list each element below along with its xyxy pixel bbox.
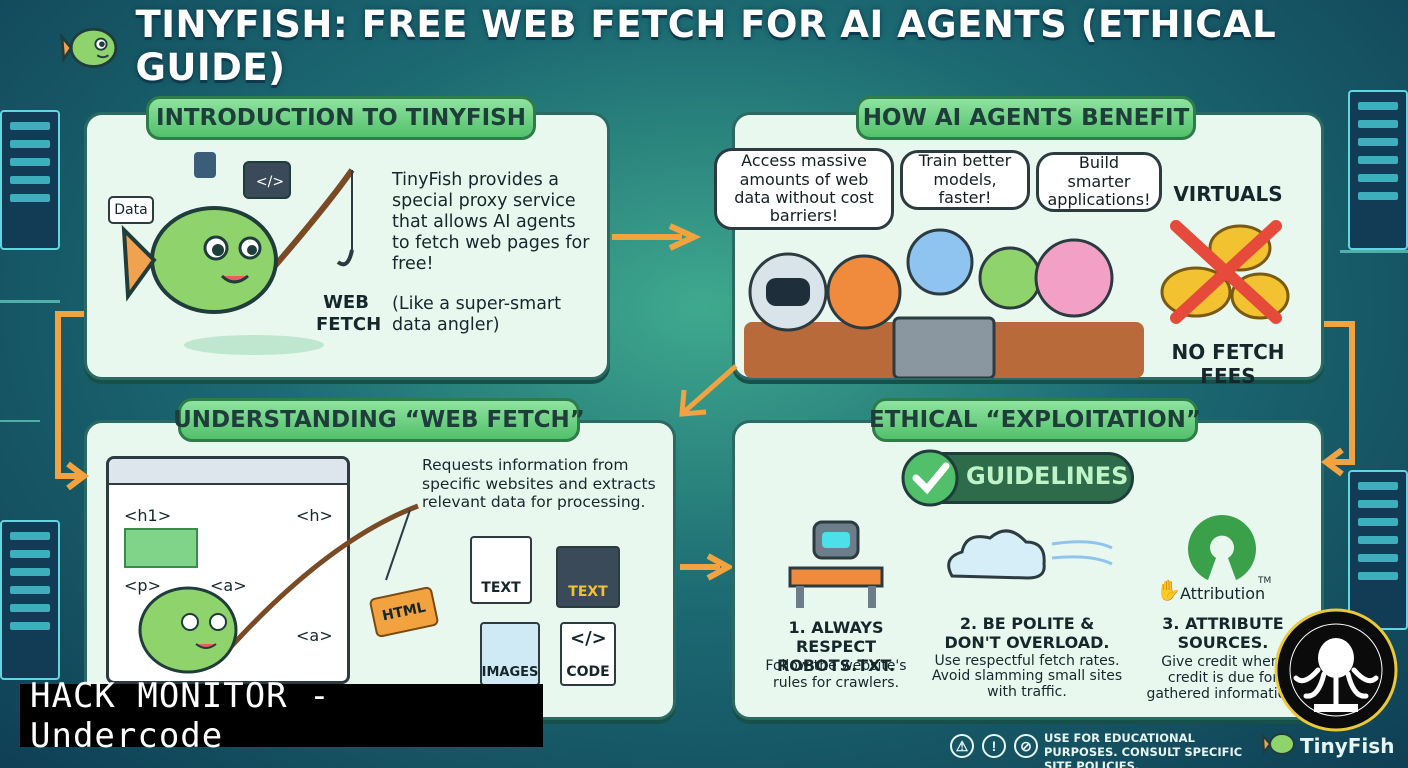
arrow-benefit-to-understanding xyxy=(679,364,738,417)
footer-disclaimer: USE FOR EDUCATIONAL PURPOSES. CONSULT SP… xyxy=(1044,731,1243,768)
bg-server-rack xyxy=(1348,470,1408,630)
bg-server-rack xyxy=(1348,90,1408,250)
arrow-right-loop xyxy=(1321,321,1355,477)
title-bar: TINYFISH: FREE WEB FETCH FOR AI AGENTS (… xyxy=(60,3,1350,89)
robot-barrier-icon xyxy=(788,520,884,608)
bg-server-rack xyxy=(0,520,60,680)
rule3-body: Give credit where credit is due for gath… xyxy=(1146,654,1300,703)
browser-toolbar xyxy=(109,459,347,485)
checkmark-icon xyxy=(901,449,959,507)
guidelines-label: GUIDELINES xyxy=(966,462,1129,490)
speech-bubble-build: Build smarter applications! xyxy=(1036,152,1162,212)
arrow-intro-to-benefit xyxy=(612,223,702,251)
attribution-label: Attribution xyxy=(1180,584,1266,603)
tag-p: <p> xyxy=(124,576,161,595)
virtuals-label: VIRTUALS xyxy=(1173,182,1283,206)
speech-bubble-train: Train better models, faster! xyxy=(900,150,1030,210)
web-fetch-label: WEB FETCH xyxy=(316,292,382,335)
tag-a-1: <a> xyxy=(210,576,247,595)
intro-note: (Like a super-smart data angler) xyxy=(392,294,561,335)
item-text-2: TEXT xyxy=(556,546,620,608)
item-text-1: TEXT xyxy=(470,536,532,604)
hand-icon: ✋ xyxy=(1156,578,1181,602)
robots-illustration xyxy=(744,228,1144,378)
fish-angler-illustration xyxy=(121,152,355,355)
image-placeholder xyxy=(124,528,198,568)
hack-monitor-watermark: HACK MONITOR - Undercode xyxy=(20,676,543,756)
rule1-title: 1. ALWAYS RESPECT ROBOTS.TXT. xyxy=(776,618,896,676)
rule3-title: 3. ATTRIBUTE SOURCES. xyxy=(1162,614,1284,653)
bg-circuit-line xyxy=(0,420,40,422)
bg-circuit-line xyxy=(1340,250,1408,253)
tag-h1: <h1> xyxy=(124,506,172,525)
coins-crossed-icon xyxy=(1160,220,1290,324)
code-glyph: </> xyxy=(570,628,607,649)
understanding-body: Requests information from specific websi… xyxy=(422,456,656,512)
rule2-title: 2. BE POLITE & DON'T OVERLOAD. xyxy=(944,614,1110,653)
footer-brand: TinyFish xyxy=(1300,734,1395,758)
exclamation-icon: ! xyxy=(982,734,1006,758)
item-code: CODE xyxy=(560,622,616,686)
header-ethical: ETHICAL “EXPLOITATION” xyxy=(869,398,1201,442)
octopus-seal-icon xyxy=(1274,608,1398,732)
tm-mark: TM xyxy=(1258,576,1272,586)
header-introduction: INTRODUCTION TO TINYFISH xyxy=(146,96,536,140)
rule1-body: Follow the website's rules for crawlers. xyxy=(765,658,907,691)
item-images: IMAGES xyxy=(480,622,540,686)
header-understanding: UNDERSTANDING “WEB FETCH” xyxy=(173,398,585,442)
arrow-understanding-to-ethical xyxy=(680,553,732,581)
page-title: TINYFISH: FREE WEB FETCH FOR AI AGENTS (… xyxy=(135,3,1277,89)
fish-fetch-illustration xyxy=(138,503,419,674)
footer-fish-icon xyxy=(1262,733,1295,755)
header-benefit: HOW AI AGENTS BENEFIT xyxy=(856,96,1196,140)
cloud-wind-icon xyxy=(947,529,1113,580)
intro-body: TinyFish provides a special proxy servic… xyxy=(392,170,590,274)
bg-server-rack xyxy=(0,110,60,250)
rule2-body: Use respectful fetch rates. Avoid slammi… xyxy=(931,653,1123,700)
bg-circuit-line xyxy=(0,300,60,303)
arrow-left-loop xyxy=(55,311,89,490)
no-fees-label: NO FETCH FEES xyxy=(1171,340,1285,388)
no-entry-icon: ⊘ xyxy=(1014,734,1038,758)
tinyfish-logo-icon xyxy=(60,27,118,68)
open-source-icon xyxy=(1188,515,1256,580)
tag-a-2: <a> xyxy=(296,626,333,645)
tag-h: <h> xyxy=(296,506,333,525)
code-tag: </> xyxy=(255,174,285,190)
data-tag: Data xyxy=(108,196,154,224)
warning-icon: ⚠ xyxy=(950,734,974,758)
speech-bubble-access: Access massive amounts of web data witho… xyxy=(714,148,894,230)
